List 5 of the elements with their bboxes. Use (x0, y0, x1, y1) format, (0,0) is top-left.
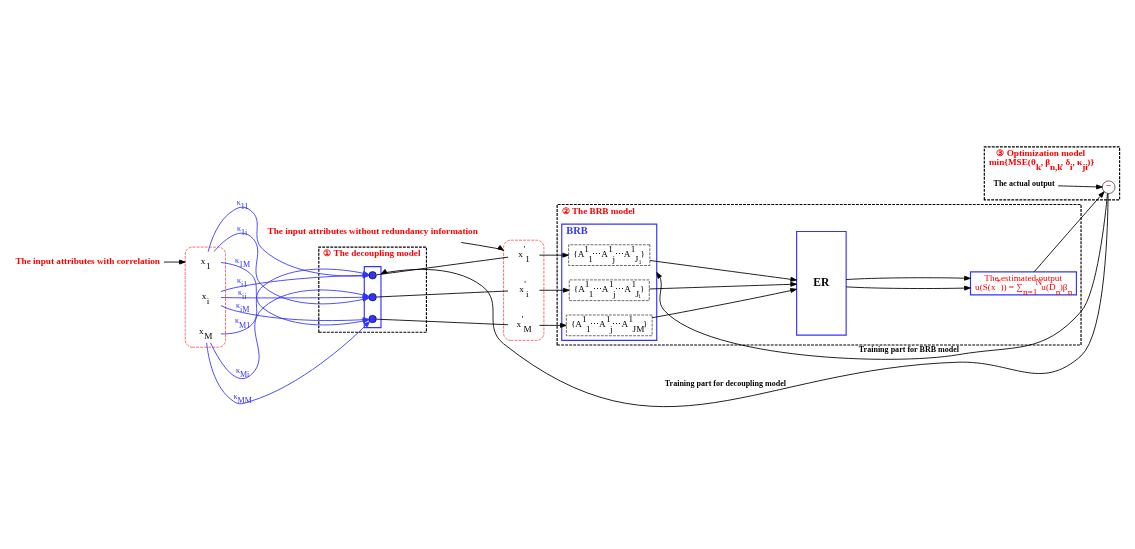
edge-label: Training part for decoupling model (664, 378, 787, 388)
node-text: The input attributes without redundancy information (267, 225, 478, 236)
node-text: The input attributes with correlation (15, 255, 160, 266)
node-text: The actual output (993, 179, 1055, 189)
edge-label: Training part for BRB model (858, 344, 960, 354)
